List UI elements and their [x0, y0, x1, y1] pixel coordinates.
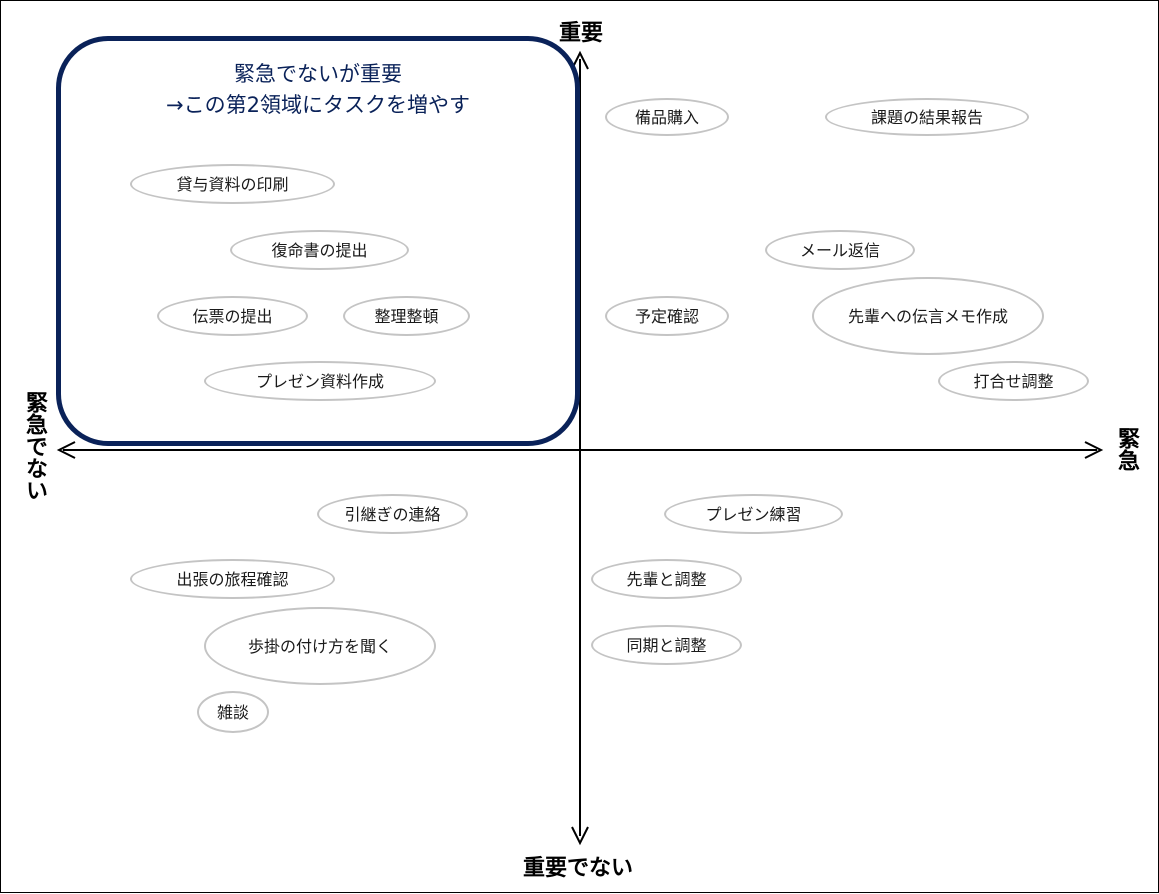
task-uchiawase-chousei: 打合せ調整 — [938, 361, 1089, 401]
task-label: 貸与資料の印刷 — [176, 174, 289, 194]
task-seiri-seiton: 整理整頓 — [343, 296, 470, 336]
quadrant-2-highlight-box — [56, 36, 580, 446]
axis-label-urgent: 緊急 — [1114, 427, 1139, 471]
quadrant-2-title: 緊急でないが重要 →この第2領域にタスクを増やす — [56, 59, 580, 121]
task-label: メール返信 — [799, 240, 880, 260]
task-label: 同期と調整 — [626, 635, 707, 655]
task-label: 備品購入 — [634, 107, 699, 127]
arrow-up-icon — [571, 50, 589, 70]
task-taiyo-shiryou-insatsu: 貸与資料の印刷 — [130, 164, 335, 204]
quadrant-2-title-line1: 緊急でないが重要 — [234, 62, 402, 86]
task-label: 打合せ調整 — [973, 371, 1054, 391]
task-douki-chousei: 同期と調整 — [591, 625, 742, 665]
arrow-left-icon — [56, 441, 76, 459]
task-buugake-kiku: 歩掛の付け方を聞く — [204, 607, 436, 685]
task-label: 雑談 — [216, 702, 249, 722]
task-label: 引継ぎの連絡 — [344, 504, 441, 524]
task-label: 伝票の提出 — [192, 306, 273, 326]
task-label: 出張の旅程確認 — [176, 569, 289, 589]
task-senpai-chousei: 先輩と調整 — [591, 559, 742, 599]
axis-label-not-urgent: 緊急でない — [22, 391, 47, 501]
task-presen-renshuu: プレゼン練習 — [664, 494, 843, 534]
task-label: プレゼン練習 — [705, 504, 802, 524]
task-senpai-dengon-memo: 先輩への伝言メモ作成 — [812, 277, 1044, 355]
task-label: プレゼン資料作成 — [255, 371, 384, 391]
task-label: 復命書の提出 — [271, 240, 368, 260]
axis-label-important: 重要 — [559, 21, 604, 46]
arrow-down-icon — [571, 826, 589, 846]
task-denpyou-teishutsu: 伝票の提出 — [157, 296, 308, 336]
task-mail-henshin: メール返信 — [765, 230, 915, 270]
task-label: 整理整頓 — [374, 306, 439, 326]
task-fukumeisho-teishutsu: 復命書の提出 — [230, 230, 409, 270]
axis-label-not-important: 重要でない — [523, 856, 634, 881]
task-shucchou-ryotei-kakunin: 出張の旅程確認 — [130, 559, 335, 599]
arrow-right-icon — [1084, 441, 1104, 459]
task-label: 歩掛の付け方を聞く — [247, 636, 392, 656]
task-bihin-kounyu: 備品購入 — [605, 98, 729, 136]
task-kadai-kekka-houkoku: 課題の結果報告 — [825, 98, 1029, 136]
task-label: 先輩への伝言メモ作成 — [848, 306, 1009, 326]
task-label: 先輩と調整 — [626, 569, 707, 589]
task-label: 課題の結果報告 — [870, 107, 983, 127]
task-presen-shiryou-sakusei: プレゼン資料作成 — [204, 361, 436, 401]
task-yotei-kakunin: 予定確認 — [605, 296, 729, 336]
quadrant-2-title-line2: →この第2領域にタスクを増やす — [166, 93, 470, 117]
task-hikitsugi-renraku: 引継ぎの連絡 — [317, 494, 468, 534]
task-zatsudan: 雑談 — [197, 691, 269, 733]
task-label: 予定確認 — [634, 306, 699, 326]
